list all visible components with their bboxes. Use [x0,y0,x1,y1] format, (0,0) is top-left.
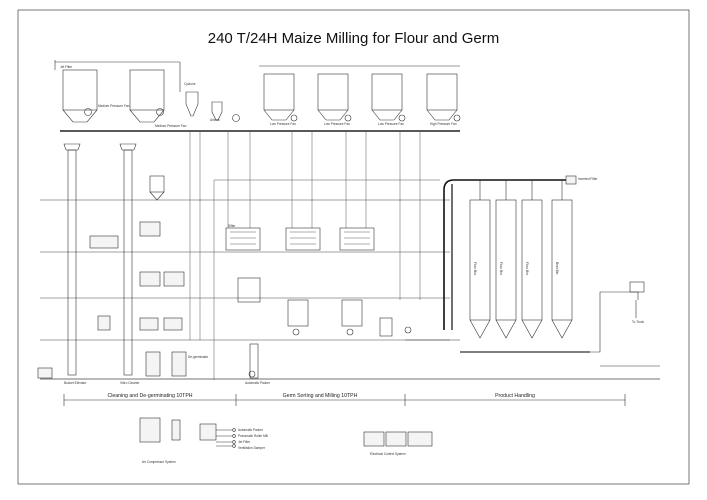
control-cabinet-3 [407,431,433,447]
jet-filter-1 [62,69,98,111]
roller-mill-2 [287,299,309,327]
label-airlock: Airlock [210,118,220,122]
storage-tank-1 [145,351,161,377]
legend-item-1: Automatic Packer [238,428,263,432]
dust-filter-left [37,367,53,379]
bucket-elevator-2 [123,149,133,376]
fan-2 [156,108,164,116]
sifter-group [225,227,412,379]
sifter-1 [225,227,261,251]
jet-filter-1-hopper [62,109,98,123]
fan-6 [398,114,406,122]
label-to-truck: To Truck [632,320,645,324]
degerminator-3 [163,271,185,287]
inverted-filter [565,175,577,185]
fan-4 [290,114,298,122]
label-automatic-packer: Automatic Packer [245,381,270,385]
cleaning-machines [37,221,187,379]
floor-lines [40,199,660,380]
compressor-unit [139,417,161,443]
label-cyclone: Cyclone [184,82,196,86]
packer-column [249,343,259,379]
electrical-control-legend [363,431,433,447]
fan-7 [453,114,461,122]
label-medium-fan: Medium Pressure Fan [98,104,130,108]
storage-tank-2 [171,351,187,377]
machine-5 [163,317,183,331]
jet-filter-3 [263,73,295,111]
pneumatic-pipes [189,131,440,380]
legend-item-4: Ventilation Damper [238,446,265,450]
bran-bin [551,199,573,321]
section-row [63,394,626,406]
label-flour-bin-1: Flour Bin [473,262,477,275]
jet-filter-6 [426,73,458,111]
fan-3 [232,114,240,122]
cyclone-1 [185,91,199,117]
label-inverted-filter: Inverted Filter [578,177,598,181]
label-bucket-elevator: Bucket Elevator [64,381,87,385]
flour-bin-1 [469,199,491,321]
sifter-2 [285,227,321,251]
roller-mill-3 [341,299,363,327]
cyclone-2 [211,101,223,121]
to-truck-line [590,291,639,353]
label-high-fan: High Pressure Fan [430,122,457,126]
label-flour-bin-2: Flour Bin [499,262,503,275]
label-vibro-cleaner: Vibro Cleaner [120,381,140,385]
roller-mill-1 [237,277,261,303]
label-air-compressor: Air Compressor System [142,460,176,464]
feed-bin [149,175,165,193]
silo-group [405,175,660,367]
label-bran-bin: Bran Bin [555,262,559,275]
elevator-group [63,143,165,376]
top-left-filter-group [54,60,240,123]
label-jet-filter: Jet Filter [60,65,73,69]
machine-6 [97,315,111,331]
label-sifter: Sifter [228,224,236,228]
fan-5 [344,114,352,122]
jet-filter-2-hopper [129,109,165,123]
page-title: 240 T/24H Maize Milling for Flour and Ge… [207,30,500,47]
label-low-fan-3: Low Pressure Fan [378,122,404,126]
legend-item-3: Jet Filter [238,440,251,444]
degerminator-1 [139,221,161,237]
jet-filter-4 [317,73,349,111]
label-flour-bin-3: Flour Bin [525,262,529,275]
jet-filter-5 [371,73,403,111]
control-cabinet-2 [385,431,407,447]
section-cleaning: Cleaning and De-germinating 10TPH [107,393,193,399]
jet-filter-2 [129,69,165,111]
vibro-cleaner [89,235,119,249]
sifter-3 [339,227,375,251]
label-degerminator: De-germinator [188,355,209,359]
machine-4 [139,317,159,331]
label-low-fan-2: Low Pressure Fan [324,122,350,126]
label-medium-fan-2: Medium Pressure Fan [155,124,187,128]
dryer-unit [199,423,217,441]
outer-border [17,9,690,485]
legend-item-2: Pneumatic Roller Mill [238,434,268,438]
air-compressor-legend [139,417,236,448]
pneumatic-line-loop [443,179,570,330]
truck-loader [629,281,645,293]
top-right-filter-group [259,65,461,122]
label-low-fan-1: Low Pressure Fan [270,122,296,126]
packer-1 [379,317,393,337]
control-cabinet-1 [363,431,385,447]
receiver-tank [171,419,181,441]
degerminator-2 [139,271,161,287]
section-product-handling: Product Handling [495,393,535,399]
label-electrical-control: Electrical Control System [370,452,406,456]
flour-bin-2 [495,199,517,321]
bucket-elevator-1 [67,149,77,376]
fan-1 [84,108,92,116]
flour-bin-3 [521,199,543,321]
section-germ-sorting: Germ Sorting and Milling 10TPH [282,393,358,399]
